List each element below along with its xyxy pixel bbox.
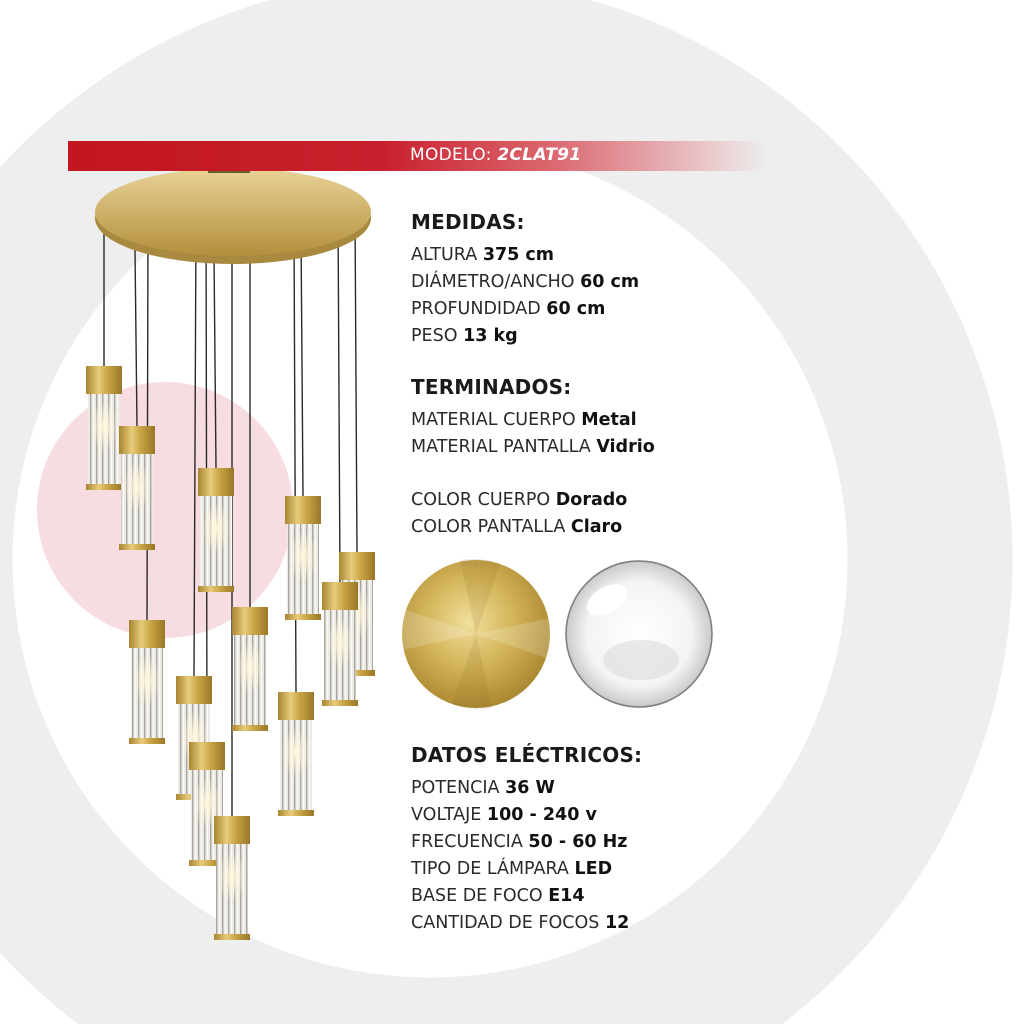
measures-title: MEDIDAS: [411,210,525,234]
pendant-lamp [285,496,321,620]
finishes-title: TERMINADOS: [411,375,572,399]
spec-power: POTENCIA 36 W [411,778,555,798]
spec-body-material: MATERIAL CUERPO Metal [411,410,637,430]
pendant-lamp [119,426,155,550]
spec-bulb-count: CANTIDAD DE FOCOS 12 [411,913,630,933]
clear-glass-sphere-icon [565,560,713,708]
pendant-lamp [214,816,250,940]
pendant-cord [213,254,217,469]
pendant-cord [134,249,138,427]
spec-socket: BASE DE FOCO E14 [411,886,585,906]
pendant-cord [300,231,304,497]
spec-weight: PESO 13 kg [411,326,518,346]
pendant-lamp [86,366,122,490]
spec-voltage: VOLTAJE 100 - 240 v [411,805,597,825]
pendant-lamp [129,620,165,744]
spec-frequency: FRECUENCIA 50 - 60 Hz [411,832,628,852]
spec-depth: PROFUNDIDAD 60 cm [411,299,606,319]
spec-height: ALTURA 375 cm [411,245,555,265]
pendant-cord [193,221,197,677]
pendant-lamp [198,468,234,592]
pendant-lamp [278,692,314,816]
pendant-lamp [322,582,358,706]
pendant-cord [293,231,297,693]
spec-lamp-type: TIPO DE LÁMPARA LED [411,859,613,879]
pendant-cord [337,211,341,583]
spec-body-color: COLOR CUERPO Dorado [411,490,628,510]
spec-shade-color: COLOR PANTALLA Claro [411,517,623,537]
spec-shade-material: MATERIAL PANTALLA Vidrio [411,437,655,457]
pendant-lamp [232,607,268,731]
spec-diameter: DIÁMETRO/ANCHO 60 cm [411,272,640,292]
model-code: 2CLAT91 [497,145,582,165]
model-banner [68,141,768,171]
gold-brushed-disc-icon [400,558,552,710]
model-label-text: MODELO: [410,145,492,165]
pendant-lamp [189,742,225,866]
pendant-cord [354,211,358,553]
model-label: MODELO: 2CLAT91 [410,145,581,165]
electrical-title: DATOS ELÉCTRICOS: [411,743,643,767]
